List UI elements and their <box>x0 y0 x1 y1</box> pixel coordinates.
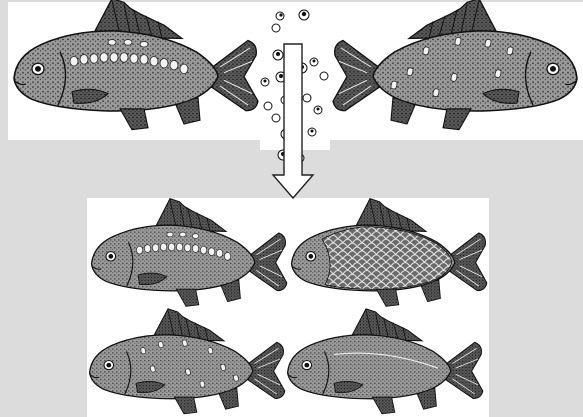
parent-right-fish <box>333 0 577 130</box>
offspring-3-fish <box>90 309 285 414</box>
parent-left-fish <box>14 0 258 130</box>
offspring-4-fish <box>288 309 483 414</box>
offspring-2-fish <box>292 199 487 307</box>
offspring-1-fish <box>92 199 287 307</box>
